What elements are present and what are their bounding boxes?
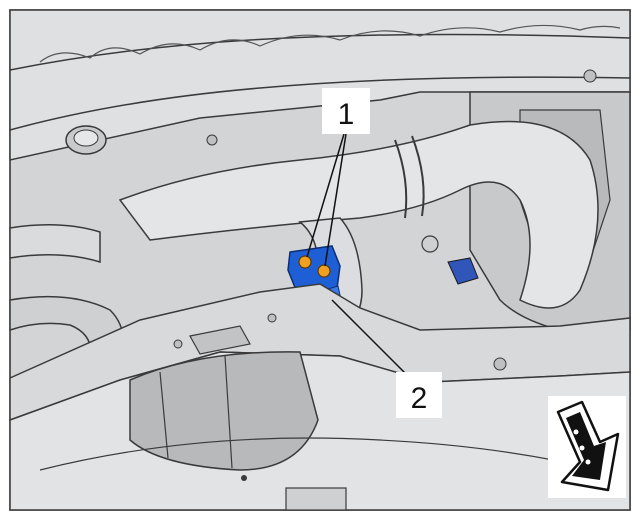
duct-clamp xyxy=(411,135,425,217)
cowl-lower-lip xyxy=(9,76,631,131)
cross-member-stud xyxy=(267,313,277,323)
callout-2-box xyxy=(396,372,442,418)
highlighted-bolt xyxy=(298,255,312,269)
bumper-block-divider xyxy=(159,371,169,459)
cross-member-stud xyxy=(493,357,507,371)
cowl-bolt-hole-inner xyxy=(73,129,99,147)
cowl-edge xyxy=(9,33,631,71)
bumper-block xyxy=(129,351,319,471)
callout-2-label: 2 xyxy=(411,382,428,415)
sensor-connector xyxy=(447,257,479,285)
vehicle-front-arrow-icon xyxy=(548,396,626,498)
lower-screw xyxy=(241,475,247,481)
lower-bracket xyxy=(285,487,347,511)
star-bolt xyxy=(421,235,439,253)
callout-2-leader xyxy=(331,299,409,377)
duct-clamp xyxy=(394,139,408,219)
left-hose xyxy=(9,224,101,264)
callout-1-box xyxy=(322,88,370,134)
callout-1-leader xyxy=(306,133,345,258)
highlighted-bolt xyxy=(317,264,331,278)
callout-1-leader xyxy=(324,133,347,267)
lower-grille-edge xyxy=(39,437,601,471)
bumper-block-divider xyxy=(224,355,233,469)
arrow-dot xyxy=(585,459,591,465)
arrow-dot xyxy=(579,445,585,451)
intake-duct xyxy=(118,120,599,309)
cross-member-stud xyxy=(173,339,183,349)
callout-1-label: 1 xyxy=(338,98,355,131)
cowl-ridge xyxy=(39,24,621,63)
cross-member-slot xyxy=(189,325,251,355)
cowl-screw xyxy=(206,134,218,146)
cowl-screw xyxy=(583,69,597,83)
arrow-dot xyxy=(573,429,579,435)
arrow-shadow xyxy=(566,412,606,480)
